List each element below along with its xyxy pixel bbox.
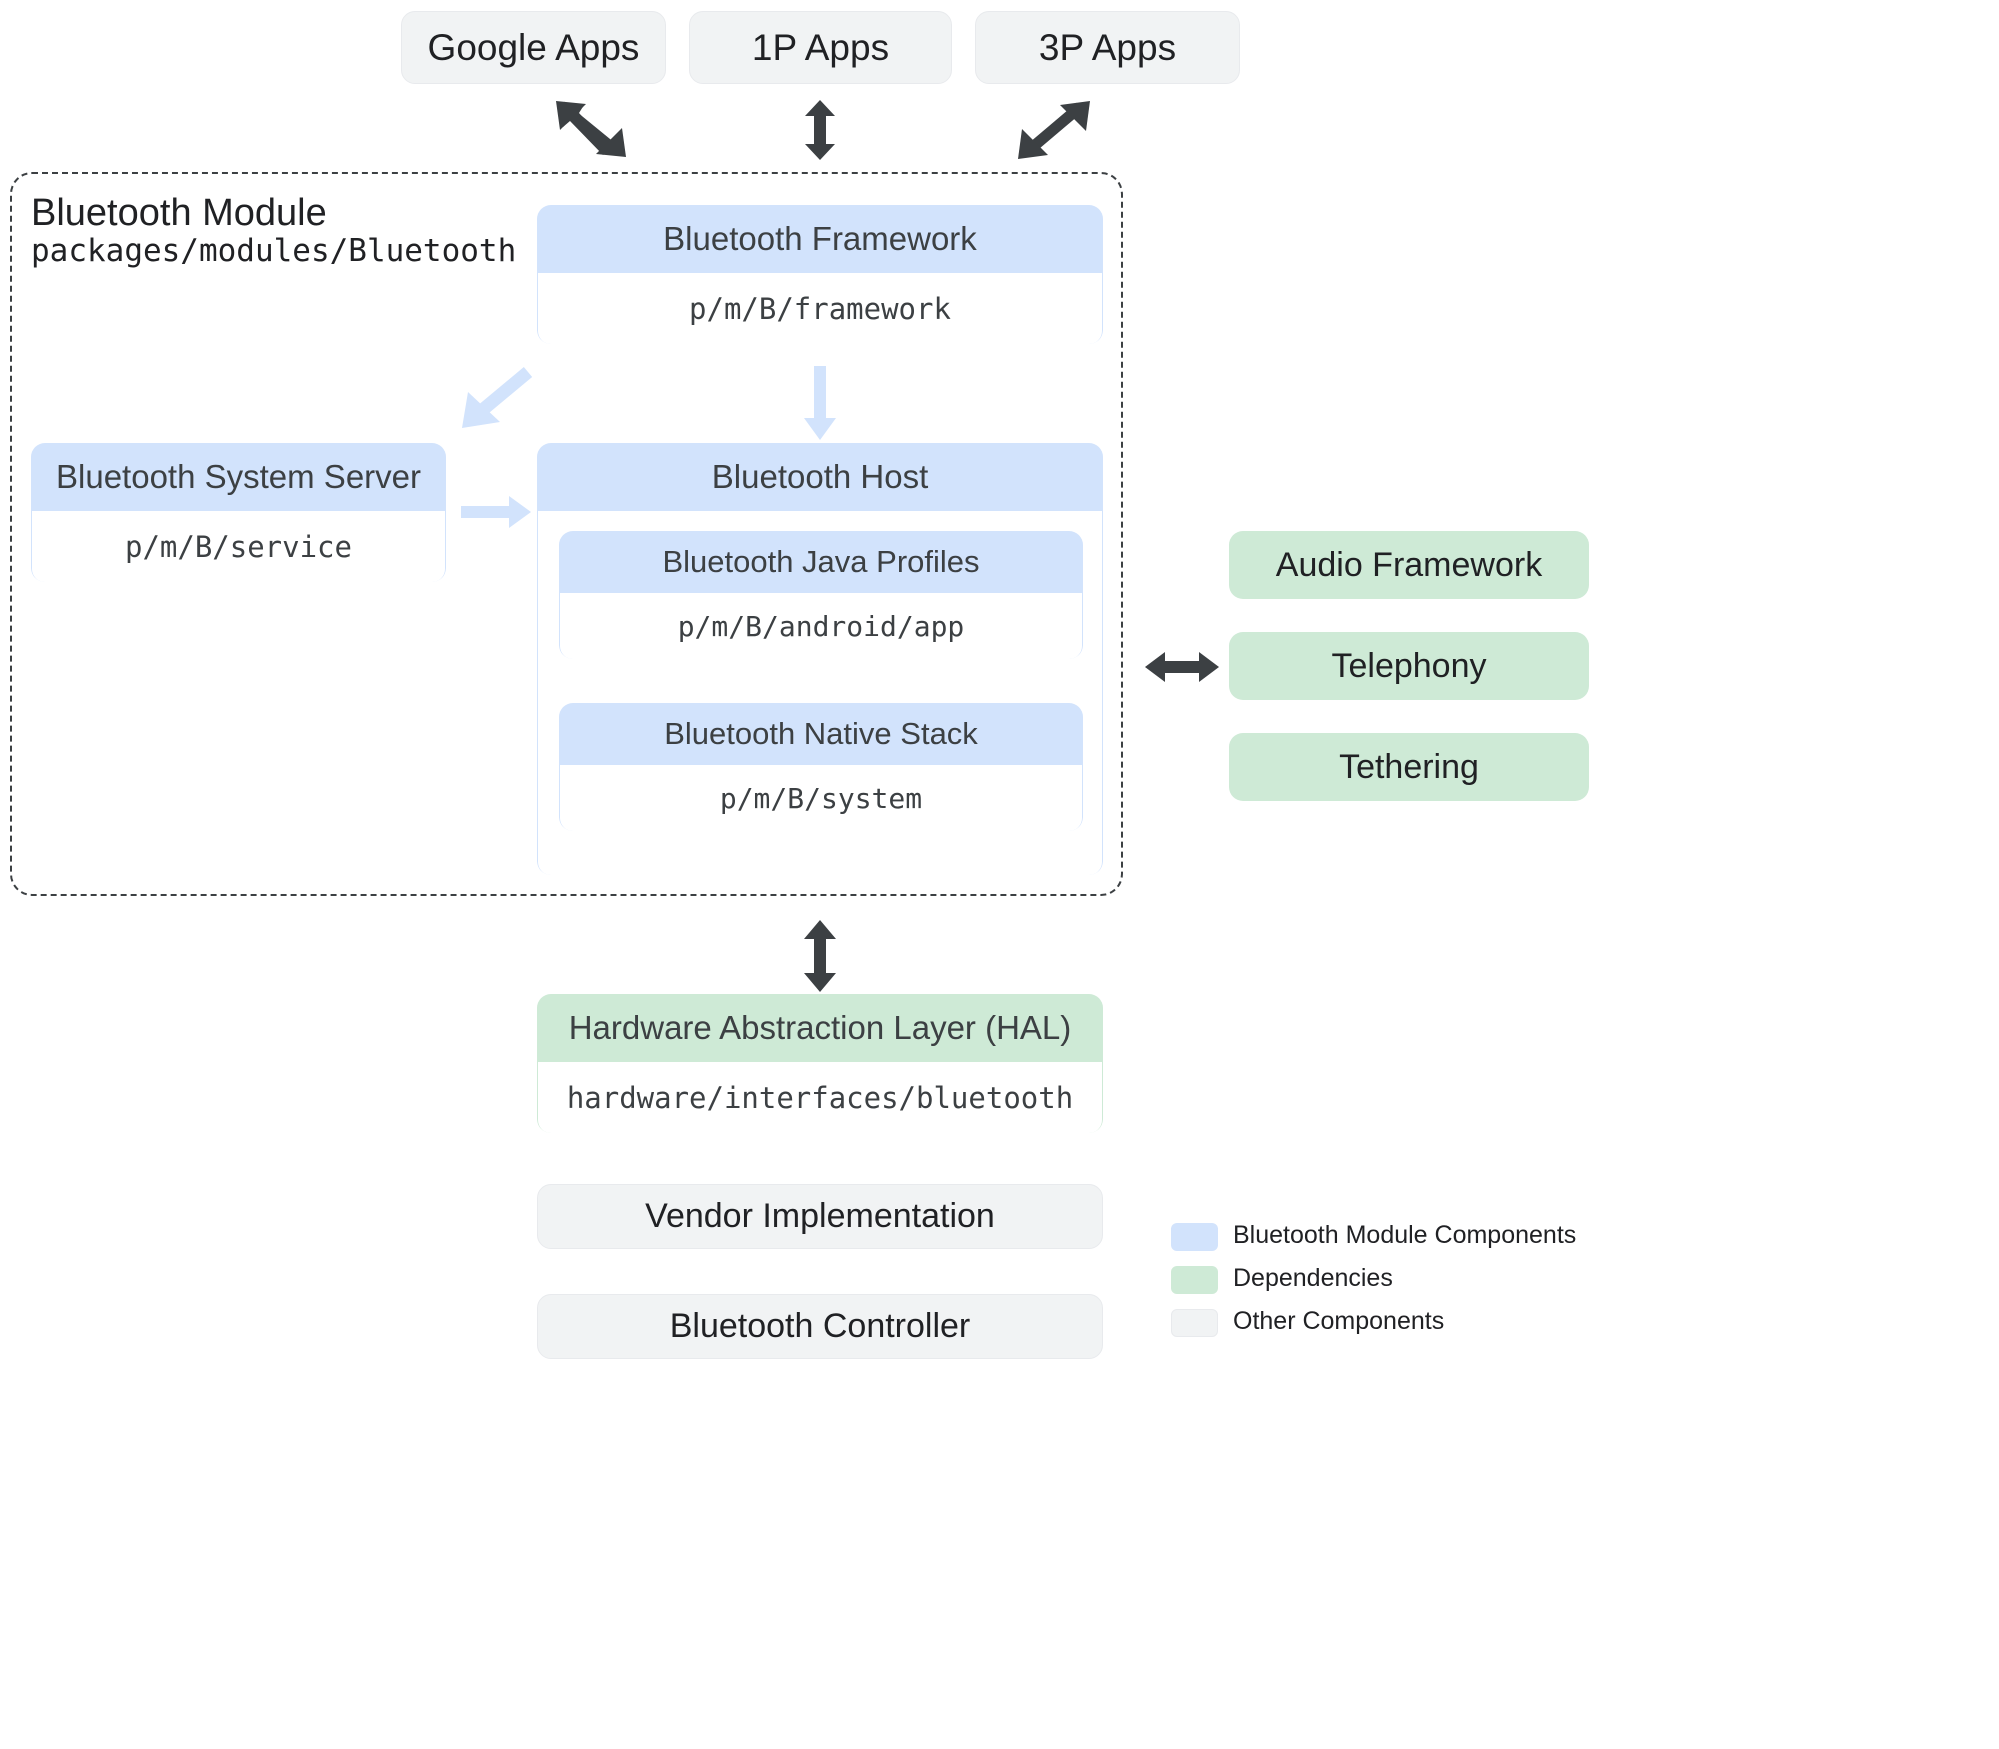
dependency-box-tethering[interactable]: Tethering	[1229, 733, 1589, 801]
vendor-implementation-box[interactable]: Vendor Implementation	[537, 1184, 1103, 1249]
card-title: Bluetooth Framework	[663, 220, 977, 258]
bluetooth-framework-title: Bluetooth Framework	[537, 205, 1103, 273]
card-title: Bluetooth System Server	[56, 458, 421, 496]
module-path: packages/modules/Bluetooth	[31, 233, 517, 269]
diagonal-double-arrow-icon-3p-apps	[1018, 101, 1090, 159]
card-path: p/m/B/system	[719, 781, 923, 815]
card-path: p/m/B/android/app	[677, 609, 965, 643]
app-box-label: 1P Apps	[751, 26, 890, 68]
legend-label-dependencies: Dependencies	[1233, 1264, 1393, 1292]
card-title: Bluetooth Native Stack	[664, 716, 978, 752]
dependency-box-telephony[interactable]: Telephony	[1229, 632, 1589, 700]
diagonal-down-left-arrow-icon-framework-to-system-server	[462, 366, 536, 428]
legend: Bluetooth Module Components Dependencies…	[1171, 1221, 1591, 1346]
vertical-double-arrow-icon-1p-apps	[803, 100, 837, 160]
legend-swatch-module-components	[1171, 1223, 1218, 1251]
dependency-label: Telephony	[1331, 646, 1487, 685]
horizontal-double-arrow-icon-host-to-dependencies	[1145, 650, 1219, 684]
vertical-double-arrow-icon-module-to-hal	[803, 920, 837, 992]
legend-label-other-components: Other Components	[1233, 1307, 1445, 1335]
bluetooth-system-server-path: p/m/B/service	[31, 511, 446, 582]
bluetooth-system-server-title: Bluetooth System Server	[31, 443, 446, 511]
legend-label-module-components: Bluetooth Module Components	[1233, 1221, 1577, 1249]
hal-title: Hardware Abstraction Layer (HAL)	[537, 994, 1103, 1062]
hal-path: hardware/interfaces/bluetooth	[537, 1062, 1103, 1133]
bluetooth-host-title: Bluetooth Host	[537, 443, 1103, 511]
bluetooth-system-server-card[interactable]: Bluetooth System Server p/m/B/service	[31, 443, 446, 582]
hal-card[interactable]: Hardware Abstraction Layer (HAL) hardwar…	[537, 994, 1103, 1133]
app-box-google-apps[interactable]: Google Apps	[401, 11, 666, 84]
bluetooth-framework-card[interactable]: Bluetooth Framework p/m/B/framework	[537, 205, 1103, 344]
dependency-label: Audio Framework	[1275, 545, 1543, 584]
dependency-label: Tethering	[1339, 747, 1479, 786]
card-path: p/m/B/framework	[689, 291, 951, 326]
card-path: hardware/interfaces/bluetooth	[566, 1080, 1074, 1115]
bluetooth-java-profiles-title: Bluetooth Java Profiles	[559, 531, 1083, 593]
bluetooth-module-container	[10, 172, 1123, 896]
app-box-3p-apps[interactable]: 3P Apps	[975, 11, 1240, 84]
app-box-label: 3P Apps	[1038, 26, 1177, 68]
card-title: Bluetooth Java Profiles	[662, 544, 980, 580]
app-box-1p-apps[interactable]: 1P Apps	[689, 11, 952, 84]
legend-swatch-other-components	[1171, 1309, 1218, 1337]
bluetooth-native-stack-path: p/m/B/system	[559, 765, 1083, 831]
card-path: p/m/B/service	[125, 529, 352, 564]
app-box-label: Google Apps	[427, 26, 640, 68]
down-arrow-icon-framework-to-host	[803, 366, 837, 440]
bluetooth-framework-path: p/m/B/framework	[537, 273, 1103, 344]
right-arrow-icon-system-server-to-host	[461, 495, 531, 529]
card-title: Bluetooth Host	[711, 458, 929, 496]
bluetooth-java-profiles-path: p/m/B/android/app	[559, 593, 1083, 659]
module-title: Bluetooth Module	[31, 192, 327, 234]
box-label: Bluetooth Controller	[669, 1307, 971, 1345]
dependency-box-audio-framework[interactable]: Audio Framework	[1229, 531, 1589, 599]
legend-swatch-dependencies	[1171, 1266, 1218, 1294]
bluetooth-host-card[interactable]: Bluetooth Host Bluetooth Java Profiles p…	[537, 443, 1103, 875]
bluetooth-host-body: Bluetooth Java Profiles p/m/B/android/ap…	[537, 511, 1103, 875]
card-title: Hardware Abstraction Layer (HAL)	[568, 1009, 1072, 1047]
box-label: Vendor Implementation	[645, 1197, 995, 1235]
bluetooth-controller-box[interactable]: Bluetooth Controller	[537, 1294, 1103, 1359]
bluetooth-java-profiles-card[interactable]: Bluetooth Java Profiles p/m/B/android/ap…	[559, 531, 1083, 659]
bluetooth-native-stack-title: Bluetooth Native Stack	[559, 703, 1083, 765]
bluetooth-native-stack-card[interactable]: Bluetooth Native Stack p/m/B/system	[559, 703, 1083, 831]
diagonal-double-arrow-icon-google-apps	[556, 101, 628, 159]
